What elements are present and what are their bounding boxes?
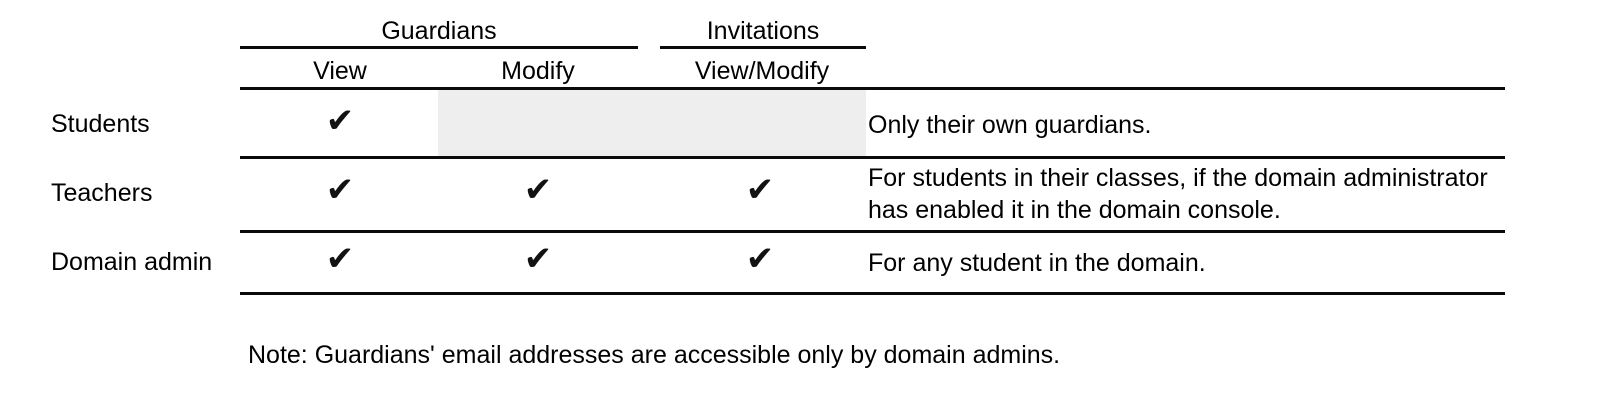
checkmark-icon: ✔	[745, 170, 775, 210]
checkmark-icon: ✔	[325, 170, 355, 210]
table-cell-not-applicable	[438, 90, 866, 156]
column-group-header-guardians: Guardians	[381, 17, 497, 45]
rule-under-row-teachers	[240, 230, 1505, 233]
checkmark-icon: ✔	[523, 170, 553, 210]
table-row-label-teachers: Teachers	[51, 179, 153, 207]
checkmark-icon: ✔	[325, 239, 355, 279]
checkmark-icon: ✔	[523, 239, 553, 279]
column-header-view-modify: View/Modify	[694, 57, 830, 85]
rule-under-group-guardians	[240, 46, 638, 49]
rule-under-row-students	[240, 156, 1505, 159]
table-row-label-students: Students	[51, 110, 150, 138]
column-header-view: View	[313, 57, 367, 85]
column-group-header-invitations: Invitations	[706, 17, 820, 45]
rule-under-group-invitations	[660, 46, 866, 49]
rule-under-column-headers	[240, 87, 1505, 90]
table-cell-description-students: Only their own guardians.	[868, 111, 1152, 139]
table-row-label-domain-admin: Domain admin	[51, 248, 213, 276]
table-cell-description-domain-admin: For any student in the domain.	[868, 249, 1206, 277]
checkmark-icon: ✔	[745, 239, 775, 279]
column-header-modify: Modify	[501, 57, 575, 85]
rule-under-row-domain-admin	[240, 292, 1505, 295]
table-cell-description-teachers: For students in their classes, if the do…	[868, 164, 1488, 224]
table-footnote: Note: Guardians' email addresses are acc…	[248, 341, 1061, 369]
checkmark-icon: ✔	[325, 101, 355, 141]
